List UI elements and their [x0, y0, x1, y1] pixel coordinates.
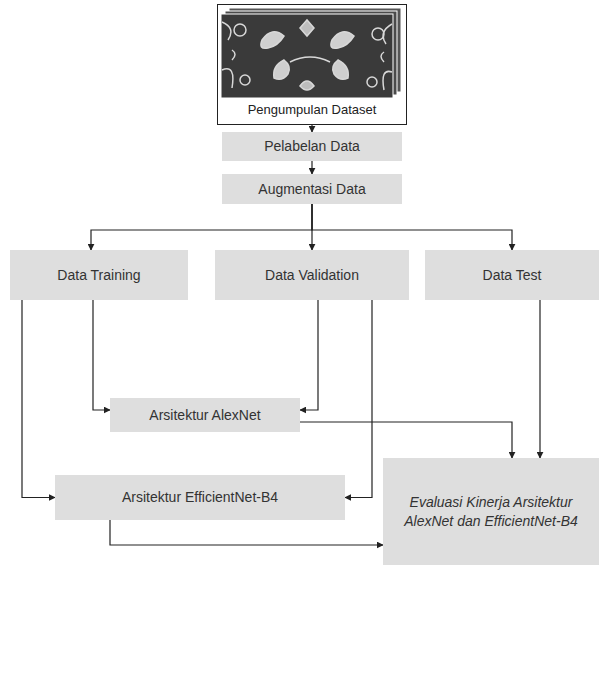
node-label: Pelabelan Data	[264, 137, 360, 155]
node-label: Data Test	[483, 266, 542, 284]
dataset-box: Pengumpulan Dataset	[217, 4, 407, 125]
flow-arrow	[22, 300, 55, 498]
photo-stack	[221, 8, 401, 98]
data-split-box: Data Training	[10, 250, 188, 300]
flow-arrow	[300, 422, 512, 458]
batik-ornament	[222, 20, 392, 90]
flow-arrow	[311, 125, 312, 132]
process-box: Pelabelan Data	[222, 132, 402, 161]
flow-arrow	[312, 204, 512, 250]
flow-arrow	[93, 300, 110, 410]
evaluation-box: Evaluasi Kinerja Arsitektur AlexNet dan …	[383, 458, 599, 565]
flow-arrow	[110, 520, 383, 545]
flow-arrow	[300, 300, 318, 410]
flow-arrow	[539, 300, 540, 458]
node-label: Pengumpulan Dataset	[248, 102, 377, 119]
node-label: Evaluasi Kinerja Arsitektur AlexNet dan …	[391, 493, 591, 529]
node-label: Arsitektur EfficientNet-B4	[122, 488, 278, 506]
model-box: Arsitektur EfficientNet-B4	[55, 475, 345, 520]
node-label: Arsitektur AlexNet	[149, 406, 260, 424]
flow-arrow	[345, 300, 372, 498]
node-label: Data Training	[57, 266, 140, 284]
data-split-box: Data Validation	[215, 250, 409, 300]
process-box: Augmentasi Data	[222, 174, 402, 204]
data-split-box: Data Test	[425, 250, 599, 300]
node-label: Augmentasi Data	[258, 180, 365, 198]
flow-arrow	[311, 161, 312, 174]
model-box: Arsitektur AlexNet	[110, 398, 300, 432]
flow-arrow	[91, 204, 312, 250]
node-label: Data Validation	[265, 266, 359, 284]
